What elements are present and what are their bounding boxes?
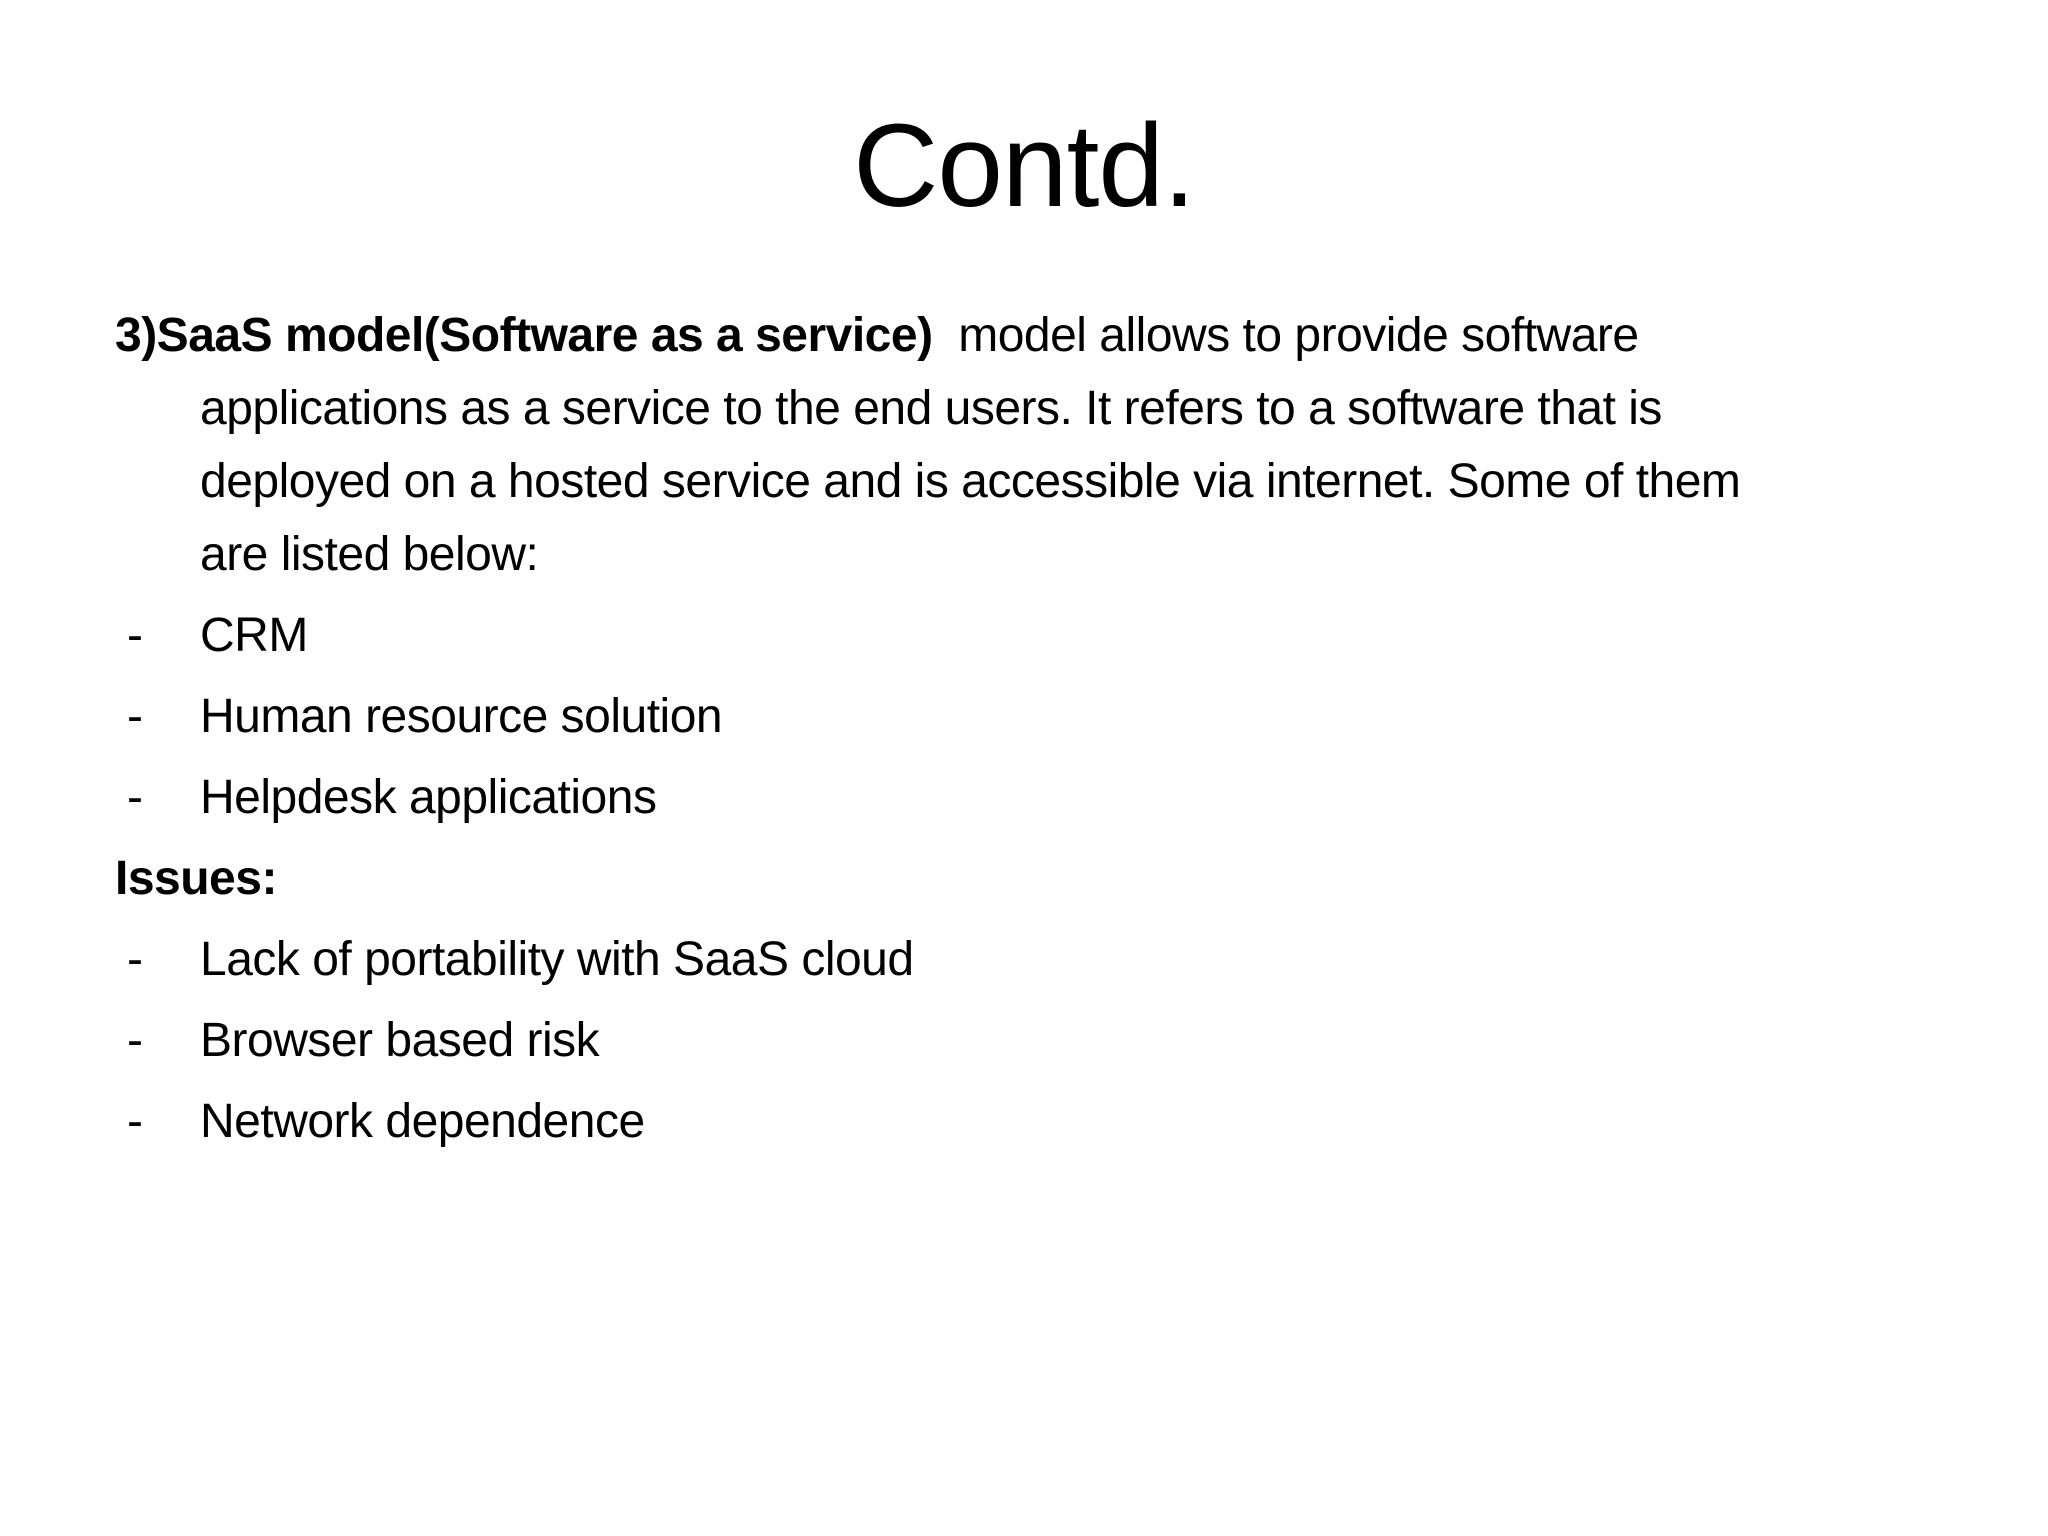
issue-label: Lack of portability with SaaS cloud: [200, 932, 914, 986]
saas-example-label: Helpdesk applications: [200, 770, 657, 824]
dash-bullet-icon: -: [127, 1094, 143, 1148]
dash-bullet-icon: -: [127, 1013, 143, 1067]
list-item: - Helpdesk applications: [115, 761, 1988, 834]
dash-bullet-icon: -: [127, 689, 143, 743]
saas-example-label: CRM: [200, 608, 308, 662]
list-item: - CRM: [115, 599, 1988, 672]
dash-bullet-icon: -: [127, 932, 143, 986]
dash-bullet-icon: -: [127, 608, 143, 662]
list-item: - Browser based risk: [115, 1004, 1988, 1077]
paragraph-line-1: 3)SaaS model(Software as a service) mode…: [115, 299, 1988, 372]
issue-label: Browser based risk: [200, 1013, 600, 1067]
paragraph-lead-rest: model allows to provide software: [932, 308, 1639, 362]
paragraph-line-3: deployed on a hosted service and is acce…: [200, 454, 1741, 508]
issue-label: Network dependence: [200, 1094, 645, 1148]
list-item: - Human resource solution: [115, 680, 1988, 753]
slide-title: Contd.: [853, 100, 1196, 232]
paragraph-lead-bold: 3)SaaS model(Software as a service): [115, 308, 933, 362]
list-item: - Lack of portability with SaaS cloud: [115, 923, 1988, 996]
paragraph-line-2: applications as a service to the end use…: [200, 381, 1662, 435]
saas-example-label: Human resource solution: [200, 689, 723, 743]
list-item: - Network dependence: [115, 1085, 1988, 1158]
paragraph-line-4: are listed below:: [200, 527, 539, 581]
issues-heading: Issues:: [115, 851, 277, 905]
dash-bullet-icon: -: [127, 770, 143, 824]
slide-body: 3)SaaS model(Software as a service) mode…: [115, 299, 1988, 1158]
